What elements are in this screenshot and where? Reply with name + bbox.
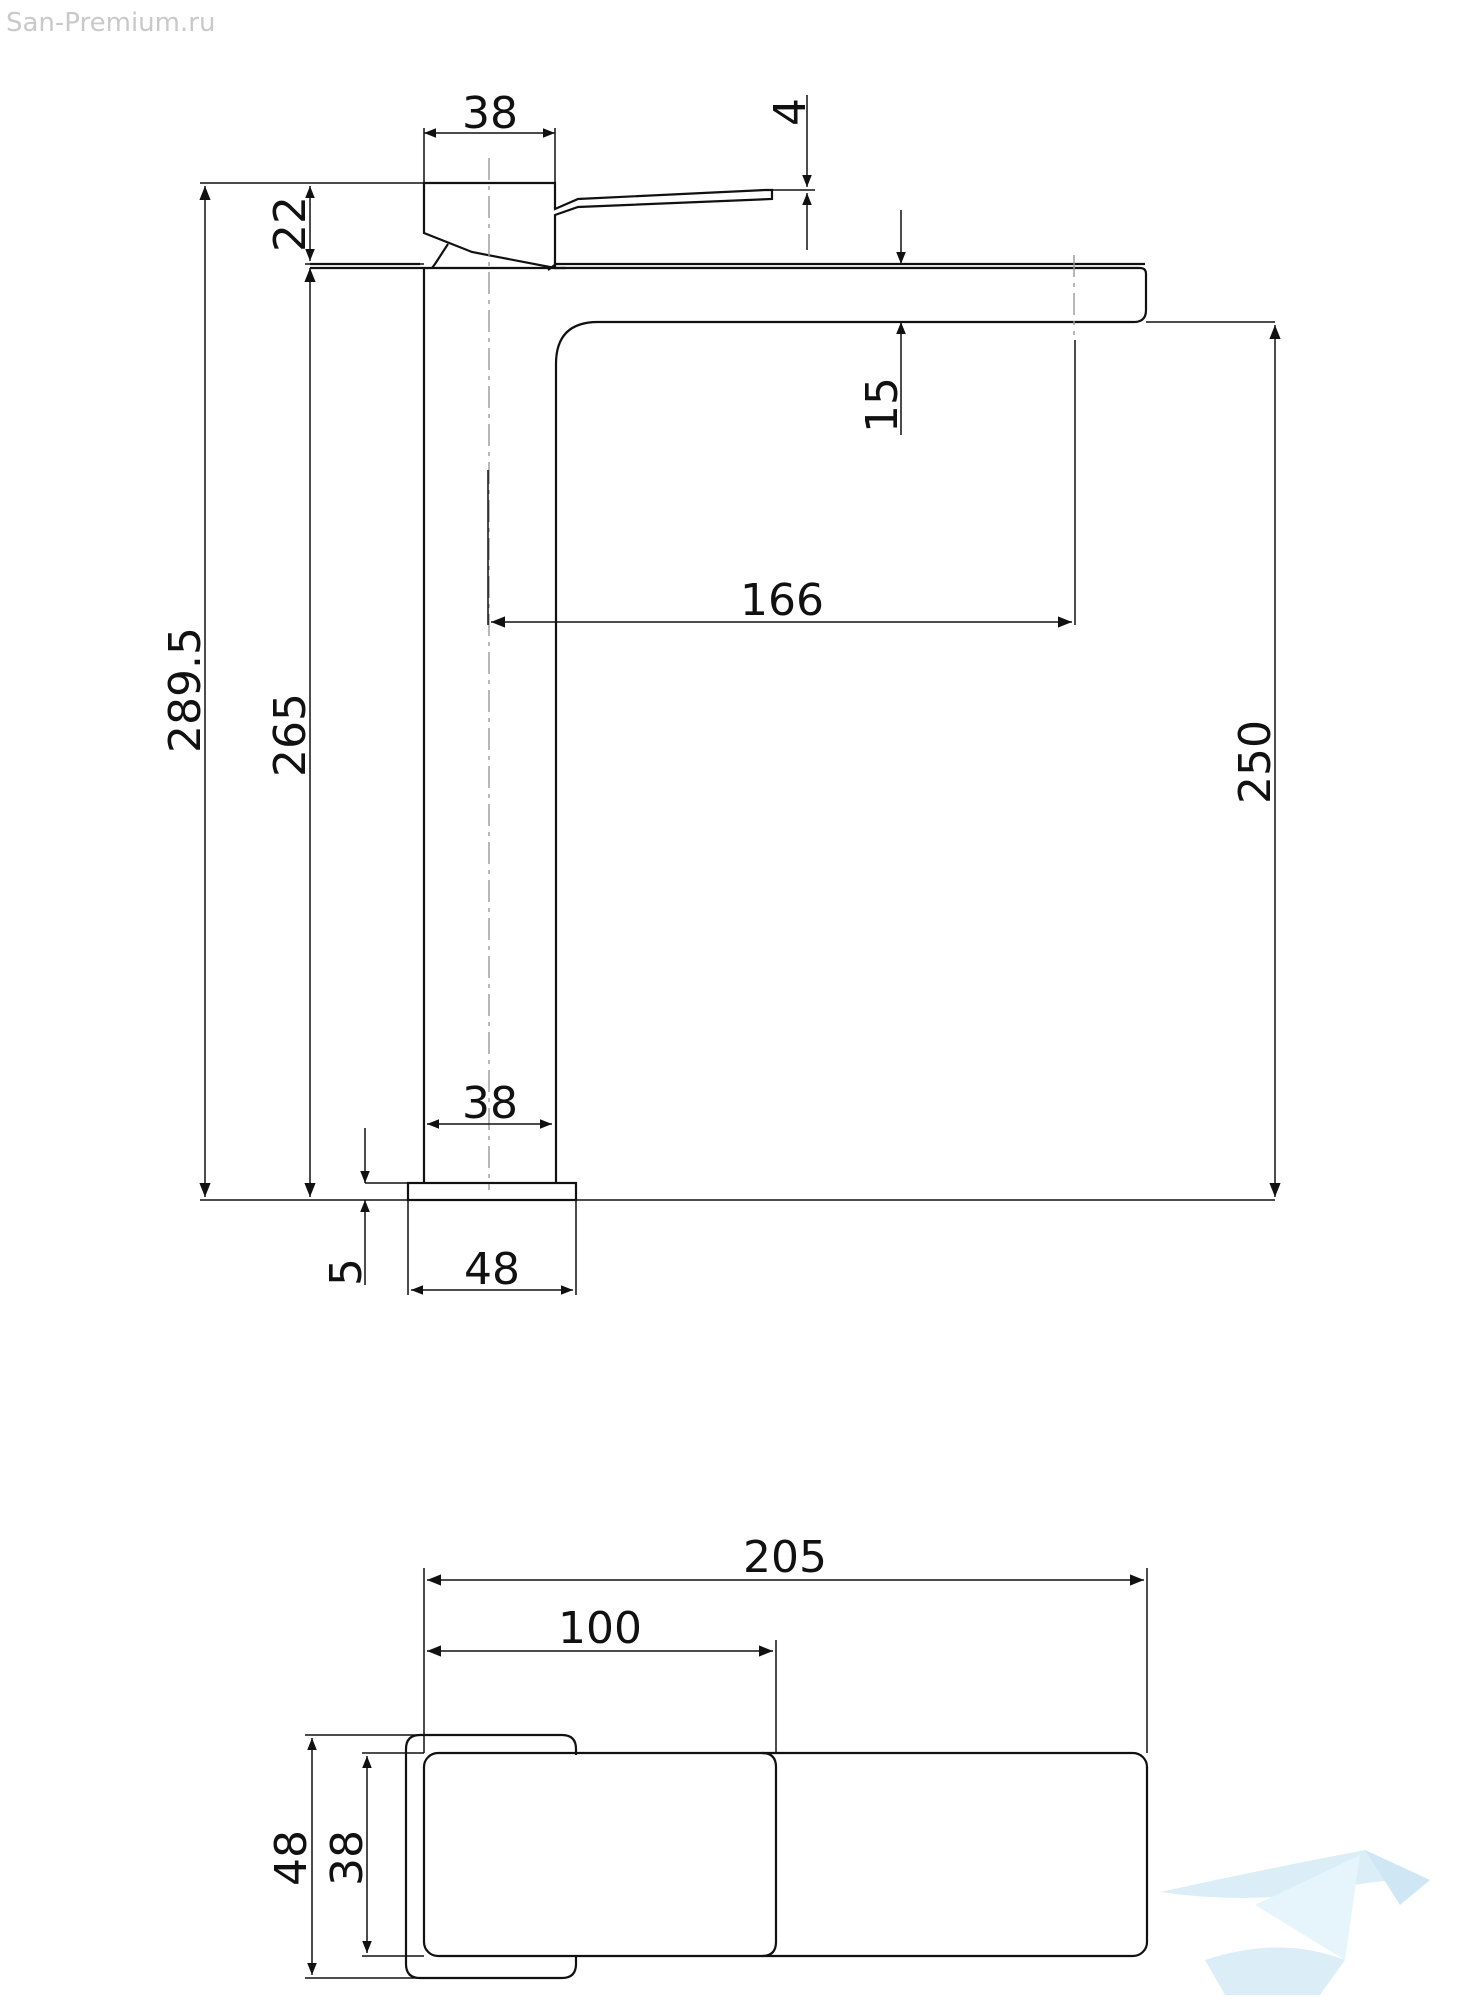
dim-handle-height: 22 (265, 196, 316, 252)
dim-spout-thickness: 15 (857, 377, 908, 433)
handle-block (422, 181, 774, 270)
dim-top-width: 38 (462, 88, 518, 139)
dim-total-length: 205 (743, 1532, 827, 1583)
spout (420, 266, 1148, 1183)
top-view-base-outline (404, 1733, 578, 1980)
top-view-handle-divider (761, 1751, 778, 1958)
site-watermark: San-Premium.ru (6, 8, 216, 38)
dim-lever-offset: 4 (765, 98, 816, 126)
dim-body-width: 38 (462, 1078, 518, 1129)
wave-boat-logo-icon (1160, 1850, 1430, 1995)
extension-lines (200, 128, 1275, 1295)
top-view-dimension-lines (307, 1574, 1144, 1975)
top-view-extension-lines (305, 1568, 1148, 1979)
dim-base-width: 48 (464, 1244, 520, 1295)
base-plate (406, 1181, 578, 1202)
dim-top-base-width: 48 (266, 1830, 317, 1886)
dim-handle-length: 100 (558, 1603, 642, 1654)
centerlines (488, 158, 1075, 1190)
top-view-spout-body (422, 1751, 1149, 1958)
dim-spout-reach: 166 (740, 575, 824, 626)
dim-spout-height: 250 (1230, 720, 1281, 804)
dim-total-height: 289.5 (160, 627, 211, 753)
top-view-dimension-texts: 205 100 48 38 (266, 1532, 827, 1886)
dim-base-height: 5 (321, 1258, 372, 1286)
dim-body-height: 265 (265, 693, 316, 777)
dim-top-body-width: 38 (322, 1830, 373, 1886)
top-view (404, 1733, 1149, 1980)
dimension-lines (199, 95, 1281, 1295)
side-view-dimension-texts: 38 4 22 289.5 265 15 166 250 38 5 48 (160, 88, 1281, 1295)
side-view (310, 181, 1148, 1202)
